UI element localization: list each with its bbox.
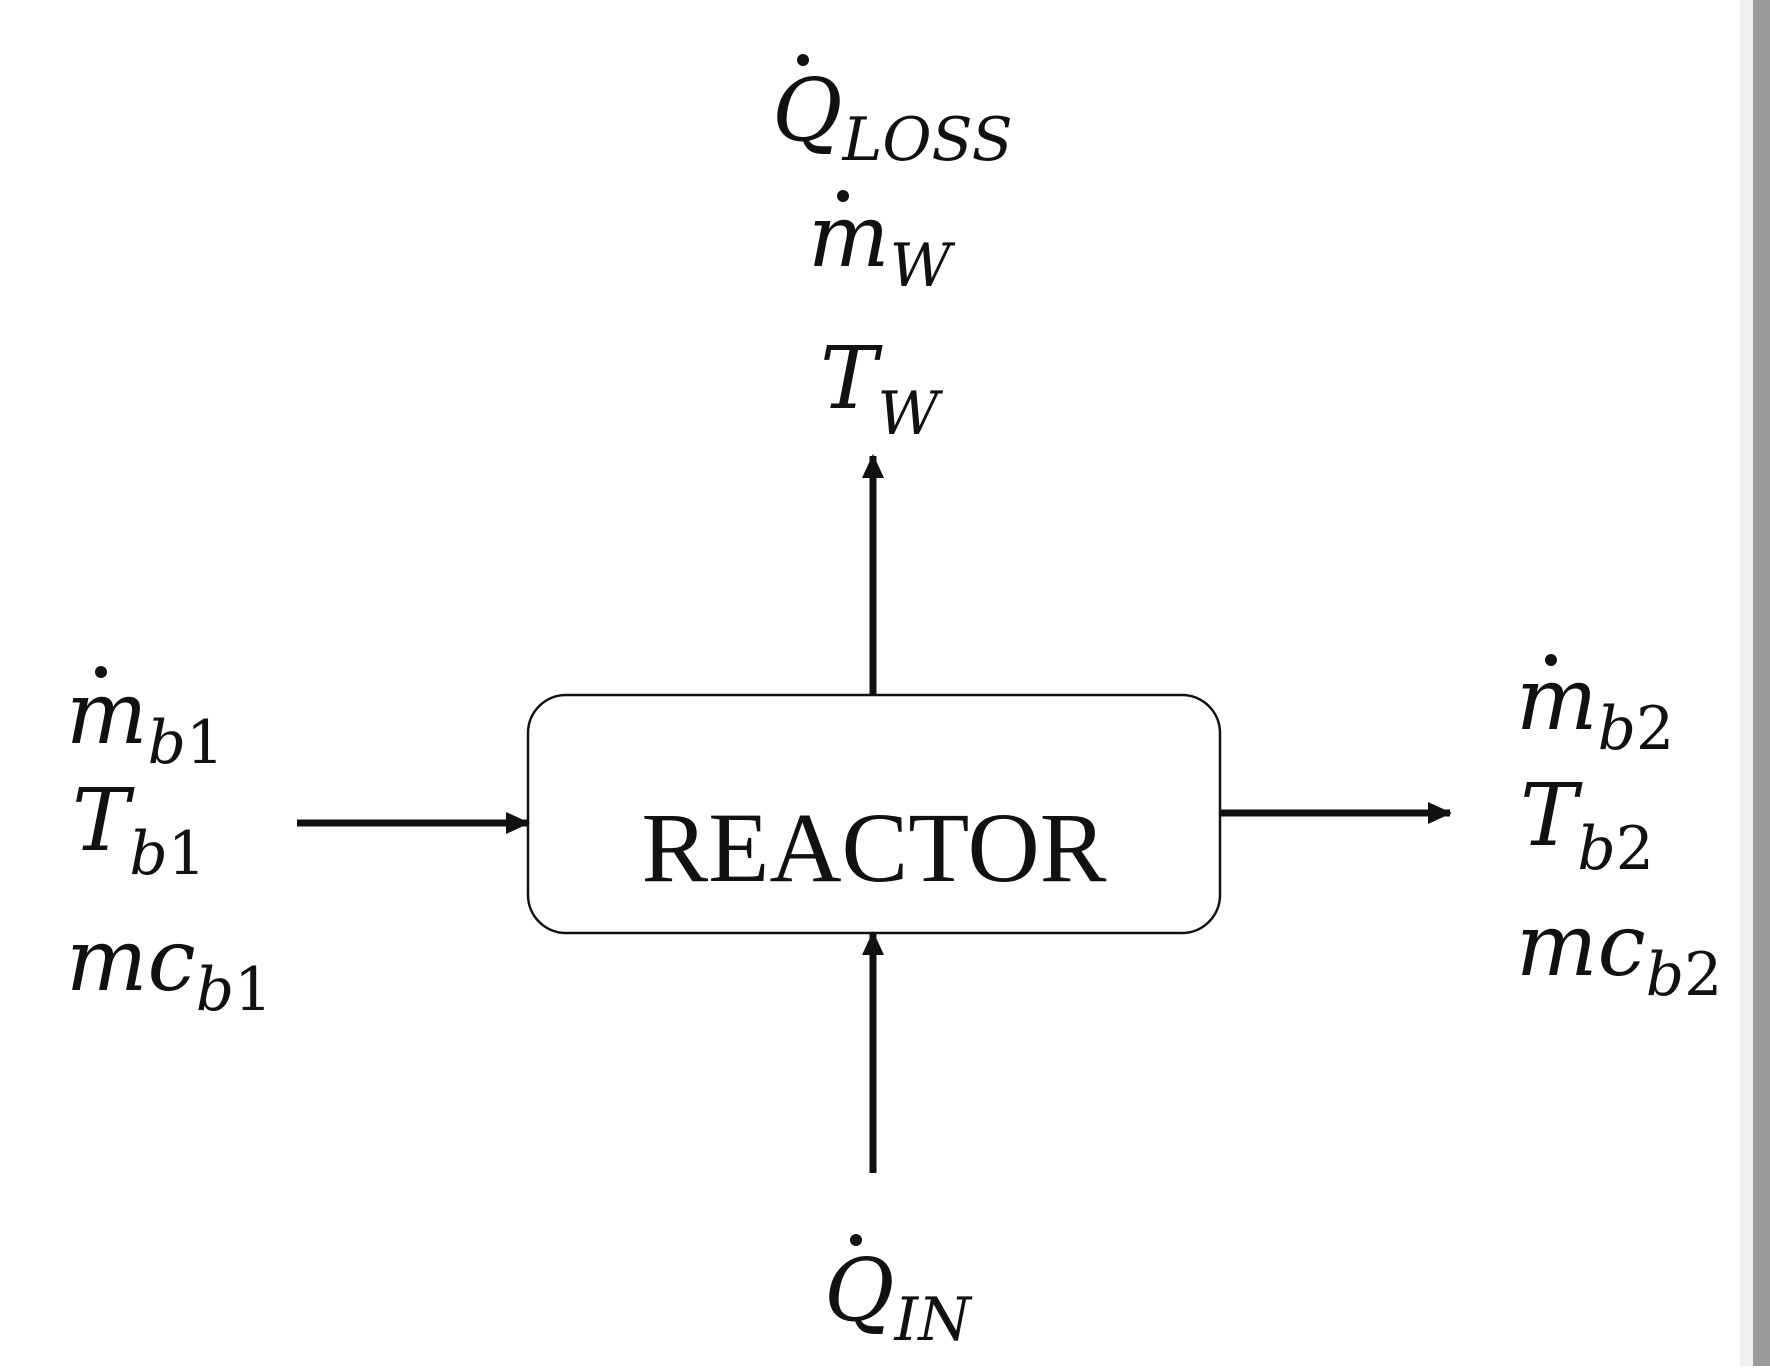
label-subscript: W	[890, 231, 956, 301]
page-edge-shadow	[1740, 0, 1753, 1366]
time-derivative-dot	[837, 190, 849, 202]
label-subscript: IN	[894, 1285, 974, 1355]
label-base: m	[1516, 650, 1598, 750]
time-derivative-dot	[797, 54, 809, 66]
bottom-variable-labels: QIN	[824, 1234, 973, 1355]
time-derivative-dot	[95, 666, 107, 678]
right-label-temperature-b2: Tb2	[1520, 766, 1654, 884]
reactor-box-label: REACTOR	[642, 792, 1107, 903]
left-variable-labels: mb1 Tb1 mcb1	[66, 664, 272, 1025]
top-label-heat-loss: QLOSS	[772, 61, 1013, 175]
top-label-mass-flow-w: mW	[808, 187, 956, 301]
right-variable-labels: mb2 Tb2 mcb2	[1516, 650, 1722, 1010]
label-subscript: b	[129, 819, 167, 889]
left-label-moisture-content-b1: mcb1	[66, 911, 272, 1025]
label-subscript: b	[1598, 694, 1636, 764]
label-base: T	[72, 771, 135, 871]
top-label-temperature-w: TW	[820, 329, 943, 449]
label-subscript-number: 1	[168, 819, 206, 889]
label-base: T	[1520, 766, 1583, 866]
label-base: mc	[66, 911, 196, 1011]
page-edge-border	[1753, 0, 1770, 1366]
label-subscript: b	[1646, 940, 1684, 1010]
label-base: Q	[772, 61, 843, 161]
label-subscript: b	[148, 708, 186, 778]
reactor-box: REACTOR	[526, 693, 1222, 935]
label-base: m	[66, 664, 148, 764]
label-base: mc	[1516, 896, 1646, 996]
left-label-temperature-b1: Tb1	[72, 771, 206, 889]
right-label-moisture-content-b2: mcb2	[1516, 896, 1722, 1010]
label-subscript: b	[1577, 814, 1615, 884]
label-subscript: LOSS	[842, 105, 1013, 175]
label-subscript-number: 2	[1616, 814, 1654, 884]
left-label-mass-flow-b1: mb1	[66, 664, 224, 778]
right-label-mass-flow-b2: mb2	[1516, 650, 1674, 764]
label-subscript-number: 2	[1636, 694, 1674, 764]
label-base: m	[808, 187, 890, 287]
time-derivative-dot	[1545, 654, 1557, 666]
bottom-label-heat-input: QIN	[824, 1241, 973, 1355]
flow-arrows	[297, 454, 1452, 1173]
label-subscript-number: 1	[186, 708, 224, 778]
label-subscript: W	[877, 379, 943, 449]
label-subscript: b	[196, 955, 234, 1025]
top-variable-labels: QLOSS mW TW	[772, 54, 1013, 449]
label-base: T	[820, 329, 883, 429]
time-derivative-dot	[850, 1234, 862, 1246]
label-base: Q	[824, 1241, 895, 1341]
label-subscript-number: 1	[234, 955, 272, 1025]
label-subscript-number: 2	[1684, 940, 1722, 1010]
